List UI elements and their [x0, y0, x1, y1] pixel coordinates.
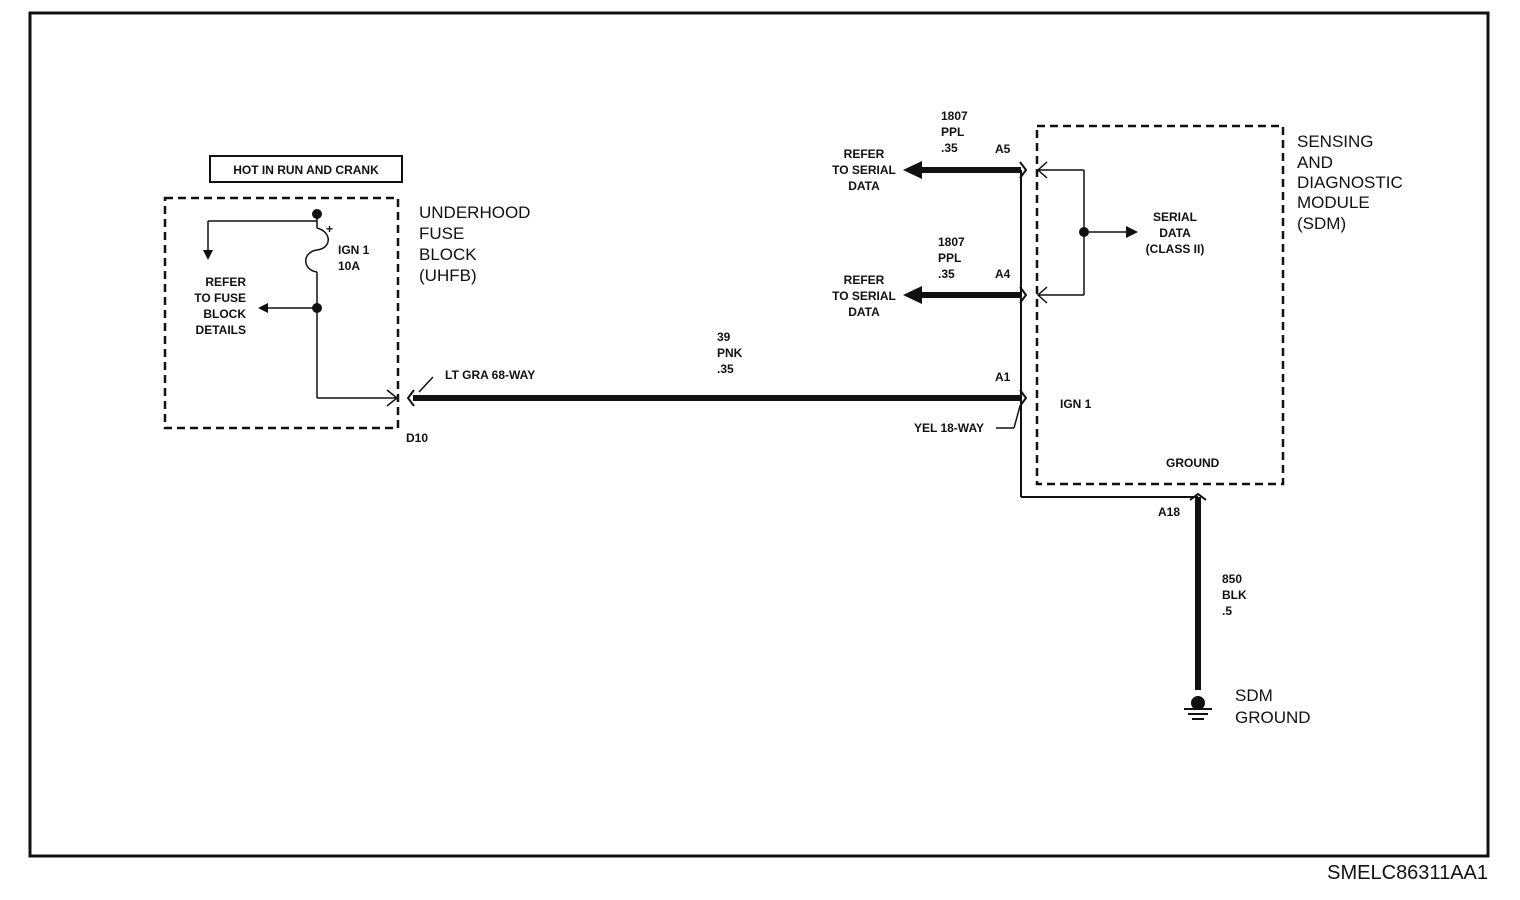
- hot-label-box: [209, 155, 403, 183]
- sdm-box: [1035, 124, 1285, 486]
- connector-leader: [1013, 405, 1021, 429]
- sdm-ign-label: IGN 1: [1060, 397, 1092, 411]
- ground-symbol-icon: [1184, 696, 1212, 720]
- refer-arrow-left: [258, 303, 268, 313]
- diagram-border: [28, 11, 1490, 858]
- svg-text:SENSING: SENSING: [1297, 132, 1374, 151]
- sdm-name: SENSING AND DIAGNOSTIC MODULE (SDM): [1297, 132, 1403, 233]
- svg-text:PPL: PPL: [938, 251, 961, 265]
- svg-text:GROUND: GROUND: [1235, 708, 1311, 727]
- sdm-ground-label: GROUND: [1166, 456, 1220, 470]
- pin-d10: D10: [406, 431, 428, 445]
- svg-text:(UHFB): (UHFB): [419, 266, 477, 285]
- connector-mark: [1019, 286, 1028, 304]
- svg-text:.5: .5: [1222, 604, 1232, 618]
- svg-text:.35: .35: [941, 141, 958, 155]
- wire-a5-label: 1807 PPL .35: [941, 109, 968, 155]
- terminal-arrow: [386, 389, 399, 407]
- refer-serial-a5: REFER TO SERIAL DATA: [832, 147, 896, 193]
- uhfb-refer: REFER TO FUSE BLOCK DETAILS: [194, 275, 246, 337]
- fuse-rating: 10A: [338, 259, 360, 273]
- serial-data-arrow: [1126, 226, 1138, 238]
- connector-left: LT GRA 68-WAY: [445, 368, 535, 382]
- pin-a4: A4: [995, 267, 1011, 281]
- wire-850-label: 850 BLK .5: [1222, 572, 1247, 618]
- svg-text:REFER: REFER: [205, 275, 246, 289]
- pin-a5: A5: [995, 142, 1011, 156]
- svg-text:39: 39: [717, 330, 731, 344]
- reference-code: SMELC86311AA1: [1327, 862, 1488, 884]
- svg-text:SDM: SDM: [1235, 686, 1273, 705]
- svg-text:DETAILS: DETAILS: [196, 323, 246, 337]
- svg-text:850: 850: [1222, 572, 1242, 586]
- svg-text:(SDM): (SDM): [1297, 214, 1346, 233]
- svg-text:MODULE: MODULE: [1297, 193, 1370, 212]
- svg-text:DIAGNOSTIC: DIAGNOSTIC: [1297, 173, 1403, 192]
- wire-39-label: 39 PNK .35: [717, 330, 743, 376]
- connector-right: YEL 18-WAY: [914, 421, 984, 435]
- uhfb-name: UNDERHOOD FUSE BLOCK (UHFB): [419, 203, 530, 285]
- svg-text:(CLASS II): (CLASS II): [1146, 242, 1205, 256]
- fuse-circuit: [207, 214, 398, 399]
- hot-label: HOT IN RUN AND CRANK: [233, 163, 379, 177]
- svg-text:1807: 1807: [941, 109, 968, 123]
- svg-text:DATA: DATA: [848, 179, 880, 193]
- serial-data-label: SERIAL DATA (CLASS II): [1146, 210, 1205, 256]
- splice-dot: [1079, 227, 1089, 237]
- serial-arrow-a4: [903, 286, 922, 304]
- refer-arrow-down: [203, 250, 213, 260]
- svg-text:1807: 1807: [938, 235, 965, 249]
- svg-text:AND: AND: [1297, 153, 1333, 172]
- connector-mark: [406, 389, 415, 407]
- uhfb-box: [163, 196, 400, 430]
- sdm-ground-name: SDM GROUND: [1235, 686, 1311, 727]
- svg-text:SERIAL: SERIAL: [1153, 210, 1197, 224]
- svg-text:REFER: REFER: [844, 273, 885, 287]
- svg-text:TO FUSE: TO FUSE: [194, 291, 246, 305]
- svg-text:BLOCK: BLOCK: [203, 307, 246, 321]
- sdm-connector-outline: [1020, 170, 1198, 498]
- svg-text:REFER: REFER: [844, 147, 885, 161]
- svg-text:FUSE: FUSE: [419, 224, 464, 243]
- svg-text:TO SERIAL: TO SERIAL: [832, 289, 896, 303]
- svg-text:.35: .35: [717, 362, 734, 376]
- refer-serial-a4: REFER TO SERIAL DATA: [832, 273, 896, 319]
- splice-dot: [312, 303, 322, 313]
- splice-dot: [312, 209, 322, 219]
- fuse-name: IGN 1: [338, 243, 370, 257]
- connector-mark: [1019, 161, 1028, 179]
- svg-text:PNK: PNK: [717, 346, 743, 360]
- fuse-plus: +: [326, 222, 333, 236]
- svg-text:BLOCK: BLOCK: [419, 245, 477, 264]
- pin-a1: A1: [995, 370, 1011, 384]
- wire-a4-label: 1807 PPL .35: [938, 235, 965, 281]
- pin-a18: A18: [1158, 505, 1180, 519]
- svg-text:TO SERIAL: TO SERIAL: [832, 163, 896, 177]
- svg-text:UNDERHOOD: UNDERHOOD: [419, 203, 530, 222]
- svg-text:BLK: BLK: [1222, 588, 1247, 602]
- serial-arrow-a5: [903, 161, 922, 179]
- connector-mark: [1189, 492, 1207, 501]
- svg-text:DATA: DATA: [1159, 226, 1191, 240]
- connector-leader: [418, 376, 434, 393]
- svg-text:DATA: DATA: [848, 305, 880, 319]
- svg-text:PPL: PPL: [941, 125, 964, 139]
- svg-text:.35: .35: [938, 267, 955, 281]
